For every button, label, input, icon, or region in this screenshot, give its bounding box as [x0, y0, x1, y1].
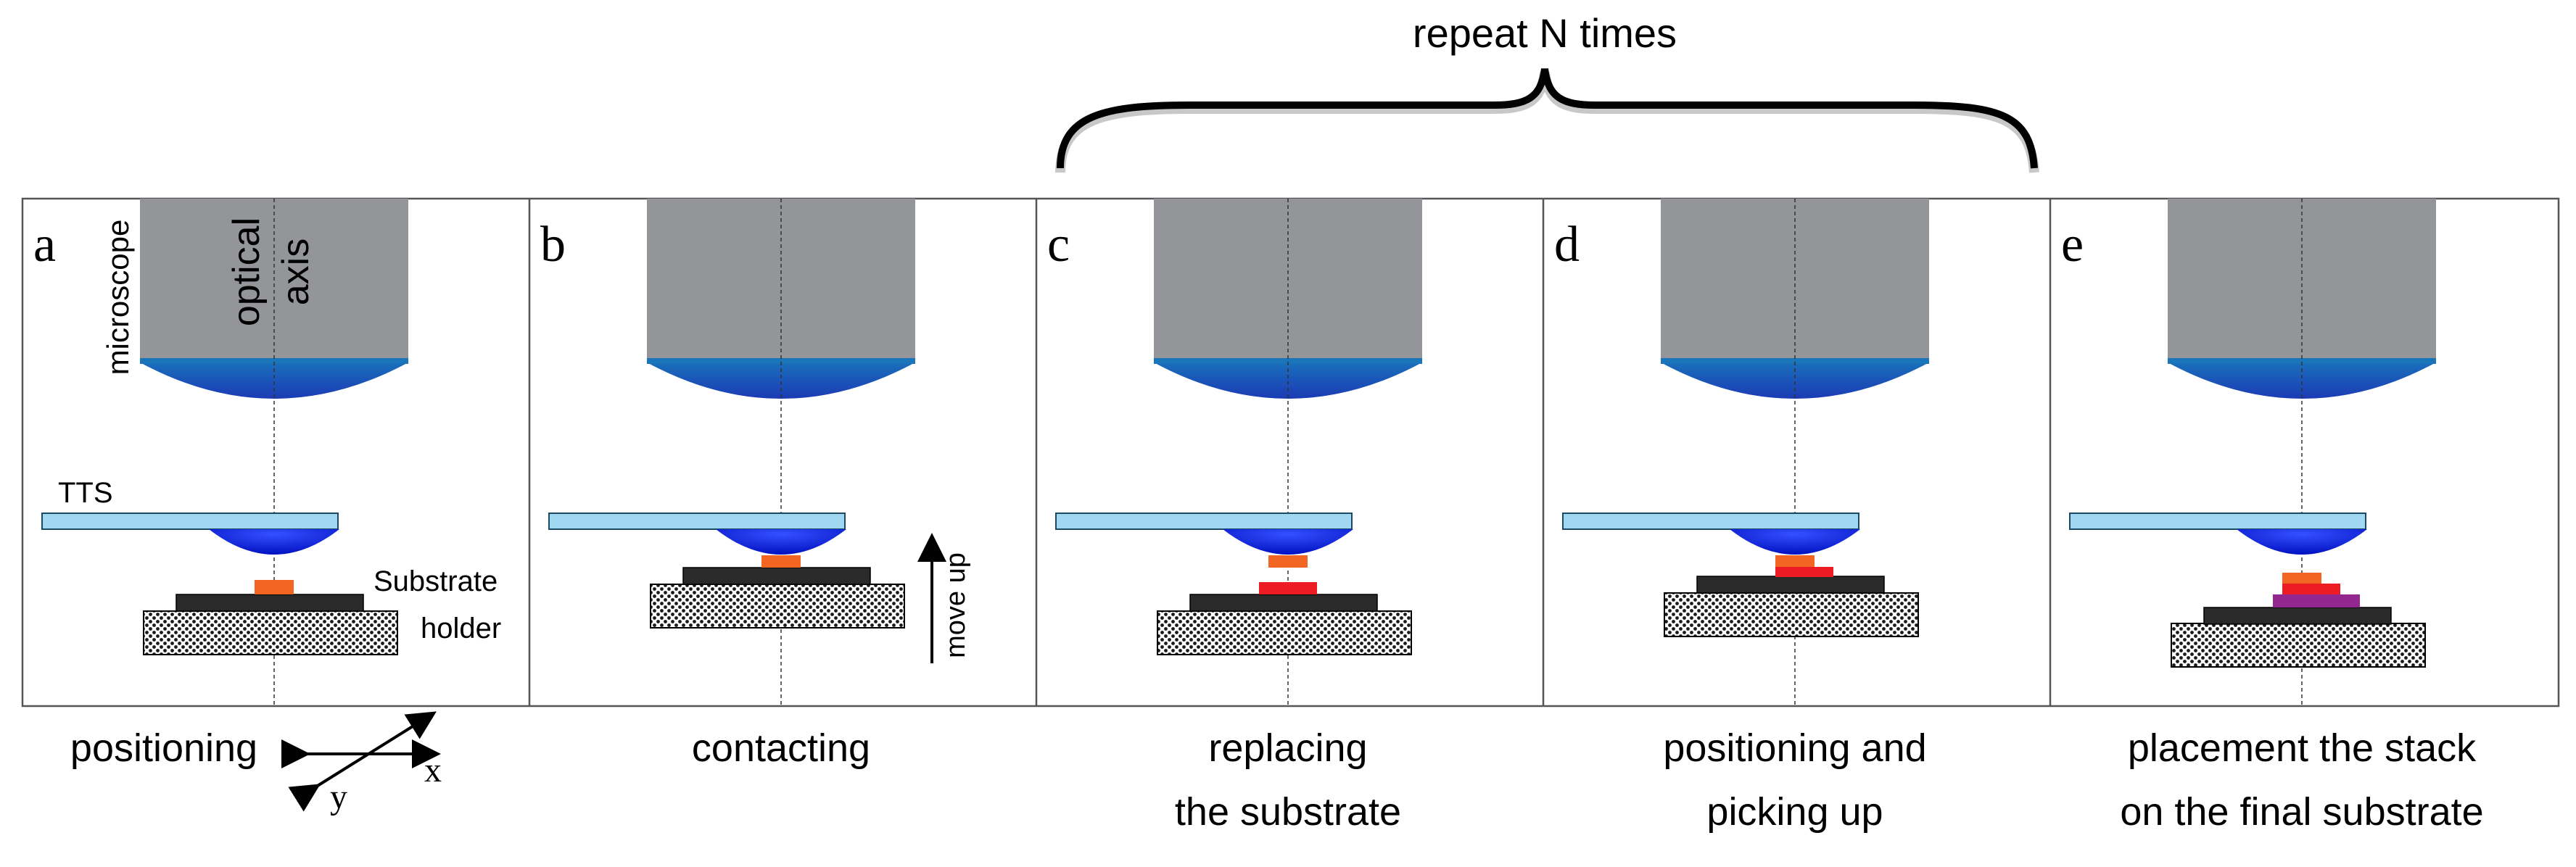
substrate-holder — [1157, 610, 1412, 655]
panel-caption: contacting — [692, 726, 870, 770]
panel-c: c replacing the substrate — [1047, 199, 1422, 834]
flake-red — [2282, 584, 2340, 594]
flake-orange — [2282, 573, 2321, 585]
panel-letter: a — [33, 217, 56, 273]
panel-letter: e — [2061, 217, 2084, 273]
flake-orange — [1775, 555, 1815, 568]
panel-letter: b — [540, 217, 566, 273]
flake-orange — [1268, 555, 1308, 568]
axis-label: axis — [275, 238, 317, 305]
pdms-dome — [2237, 529, 2367, 555]
flake-red — [1775, 567, 1833, 577]
panel-letter: c — [1047, 217, 1070, 273]
panel-b: b contacting — [540, 199, 915, 770]
panel-caption: the substrate — [1175, 790, 1401, 834]
panel-caption: placement the stack — [2128, 726, 2477, 770]
flake-orange — [761, 555, 801, 568]
panel-b-annotations: move up — [917, 533, 971, 663]
flake-red — [1259, 582, 1317, 594]
flake-purple — [2273, 594, 2360, 607]
substrate — [1189, 594, 1378, 612]
panel-caption: on the final substrate — [2120, 790, 2483, 834]
pdms-dome — [1223, 529, 1353, 555]
flake-orange — [255, 580, 294, 594]
substrate-holder — [143, 610, 398, 655]
substrate — [176, 594, 364, 612]
substrate-holder — [650, 584, 905, 629]
brace-line — [1057, 68, 2038, 169]
panel-d: d positioning and picking up — [1554, 199, 1929, 834]
panel-e: e placement the stack on the final substra… — [2061, 199, 2484, 834]
substrate — [1696, 576, 1885, 594]
objective-lens-rim — [140, 358, 408, 364]
tts-label: TTS — [58, 477, 113, 509]
tts-slide — [2069, 513, 2366, 530]
substrate — [682, 567, 871, 585]
tts-slide — [1055, 513, 1353, 530]
tts-slide — [548, 513, 846, 530]
substrate-label: Substrate — [373, 565, 498, 597]
objective-lens-rim — [1661, 358, 1929, 364]
panel-letter: d — [1554, 217, 1580, 273]
pdms-dome — [209, 529, 339, 555]
objective-lens-rim — [2168, 358, 2436, 364]
objective-lens-rim — [647, 358, 915, 364]
axis-x-label: x — [424, 751, 442, 789]
tts-slide — [1562, 513, 1859, 530]
panel-a: a positioning — [33, 199, 408, 770]
objective-lens-rim — [1154, 358, 1422, 364]
xy-axes-icon — [281, 711, 441, 812]
tts-slide — [41, 513, 339, 530]
panel-caption: positioning and — [1663, 726, 1926, 770]
substrate-holder — [1664, 592, 1919, 637]
holder-label: holder — [421, 613, 501, 644]
repeat-brace: repeat N times — [1055, 10, 2039, 173]
panel-caption: positioning — [70, 726, 257, 770]
panels: a positioning b contacting c replacing the sub… — [33, 199, 2484, 834]
pdms-dome — [1730, 529, 1860, 555]
microscope-label: microscope — [101, 220, 135, 376]
panel-caption: replacing — [1208, 726, 1367, 770]
repeat-label: repeat N times — [1413, 10, 1677, 56]
substrate-holder — [2171, 623, 2426, 668]
substrate — [2203, 607, 2392, 625]
axis-y-label: y — [330, 778, 347, 816]
panel-caption: picking up — [1706, 790, 1883, 834]
optical-label: optical — [226, 217, 268, 326]
pdms-dome — [716, 529, 846, 555]
move-up-label: move up — [941, 552, 971, 658]
panel-a-annotations: microscope optical axis TTS Substrate ho… — [58, 217, 501, 816]
